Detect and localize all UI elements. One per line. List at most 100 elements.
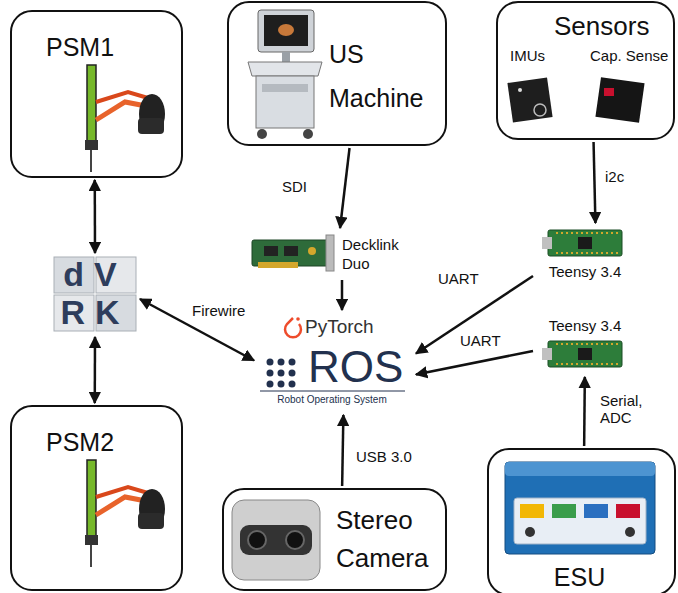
illustration-part: [264, 246, 278, 256]
illustration-part: [286, 531, 304, 549]
illustration-part: [267, 370, 274, 377]
illustration-part: [85, 535, 98, 545]
illustration-part: [584, 504, 608, 518]
illustration-part: [616, 504, 640, 518]
illustration-part: [240, 525, 312, 555]
illustration-part: [285, 318, 301, 337]
node-title: PSM1: [46, 32, 114, 62]
illustration-part: [505, 462, 655, 554]
connector-arrow: [416, 351, 533, 375]
illustration-part: [525, 527, 535, 537]
illustration-part: [556, 252, 618, 254]
illustration-part: [282, 52, 290, 62]
connector-arrow: [583, 377, 586, 446]
illustration-part: [289, 359, 296, 366]
capacitive-sense-chip: [595, 77, 644, 123]
illustration-part: [256, 76, 314, 128]
illustration-part: [96, 102, 146, 120]
connector-arrow: [416, 276, 533, 354]
illustration-part: [542, 348, 552, 360]
device-box: Stereo Camera: [222, 488, 447, 591]
connector-arrow: [341, 280, 344, 310]
edge-label: Firewire: [190, 302, 247, 319]
imu-chip: [507, 77, 552, 122]
illustration-part: [556, 343, 618, 345]
node-title: ROS: [308, 345, 403, 389]
illustration-part: [278, 359, 285, 366]
illustration-part: [548, 230, 622, 256]
illustration-part: [264, 15, 308, 46]
illustration-part: [96, 497, 146, 515]
illustration-part: [520, 504, 544, 518]
illustration-part: [514, 498, 646, 544]
microcontroller-node: Teensy 3.4: [535, 315, 641, 375]
illustration-part: [604, 88, 614, 96]
illustration-part: [278, 381, 285, 388]
framework-logo: PyTorch: [283, 312, 413, 343]
illustration-part: [96, 487, 148, 497]
illustration-part: [87, 460, 96, 540]
illustration-part: [578, 348, 592, 360]
microcontroller-node: Teensy 3.4: [535, 225, 641, 285]
illustration-part: [90, 150, 92, 172]
node-subtext: Cap. Sense: [590, 47, 668, 65]
illustration-part: [296, 317, 300, 321]
illustration-part: [289, 370, 296, 377]
electrosurgical-unit: [505, 462, 655, 554]
illustration-part: [96, 92, 148, 102]
illustration-part: [260, 391, 405, 392]
psm-robot: [85, 65, 165, 172]
robot-box: PSM2: [10, 405, 183, 591]
node-title: PyTorch: [305, 316, 374, 339]
illustration-part: [556, 232, 618, 234]
illustration-part: [595, 77, 644, 123]
illustration-part: [542, 237, 552, 249]
illustration-part: [578, 237, 592, 249]
teensy-board: [542, 341, 622, 367]
illustration-part: [138, 513, 164, 529]
illustration-part: [552, 504, 576, 518]
edge-label: UART: [458, 332, 503, 349]
node-title: Decklink Duo: [342, 236, 414, 274]
connector-arrow: [594, 142, 596, 223]
node-title: Teensy 3.4: [535, 263, 635, 281]
illustration-part: [284, 246, 298, 256]
illustration-part: [139, 94, 165, 134]
illustration-part: [518, 88, 522, 92]
illustration-part: [505, 462, 655, 476]
illustration-part: [258, 262, 298, 268]
illustration-part: [507, 77, 552, 122]
illustration-part: [278, 24, 294, 36]
node-title: PSM2: [46, 427, 114, 457]
illustration-part: [267, 359, 274, 366]
stereo-camera: [232, 500, 320, 580]
edge-label: SDI: [280, 178, 309, 195]
connector-arrow: [94, 337, 97, 403]
node-title: ESU: [489, 562, 670, 592]
node-title: Sensors: [554, 11, 649, 42]
device-box: SensorsIMUsCap. Sense: [496, 1, 675, 140]
middleware-logo: ROSRobot Operating System: [256, 343, 414, 413]
illustration-part: [262, 84, 308, 92]
illustration-part: [548, 341, 622, 367]
illustration-part: [308, 247, 316, 255]
edge-label: Serial, ADC: [598, 392, 654, 427]
capture-card-node: Decklink Duo: [248, 230, 423, 278]
illustration-part: [267, 381, 274, 388]
node-title: Teensy 3.4: [535, 317, 635, 335]
illustration-part: [303, 129, 313, 139]
illustration-part: [556, 363, 618, 365]
illustration-part: [289, 381, 296, 388]
connector-arrow: [140, 299, 254, 361]
node-title: Stereo Camera: [336, 502, 441, 577]
illustration-part: [625, 527, 635, 537]
connector-arrow: [94, 180, 97, 253]
connector-arrow: [342, 415, 343, 486]
psm-robot: [85, 460, 165, 567]
illustration-part: [248, 531, 266, 549]
illustration-part: [85, 140, 98, 150]
illustration-part: [90, 545, 92, 567]
device-box: US Machine: [227, 1, 447, 146]
edge-label: UART: [436, 270, 481, 287]
